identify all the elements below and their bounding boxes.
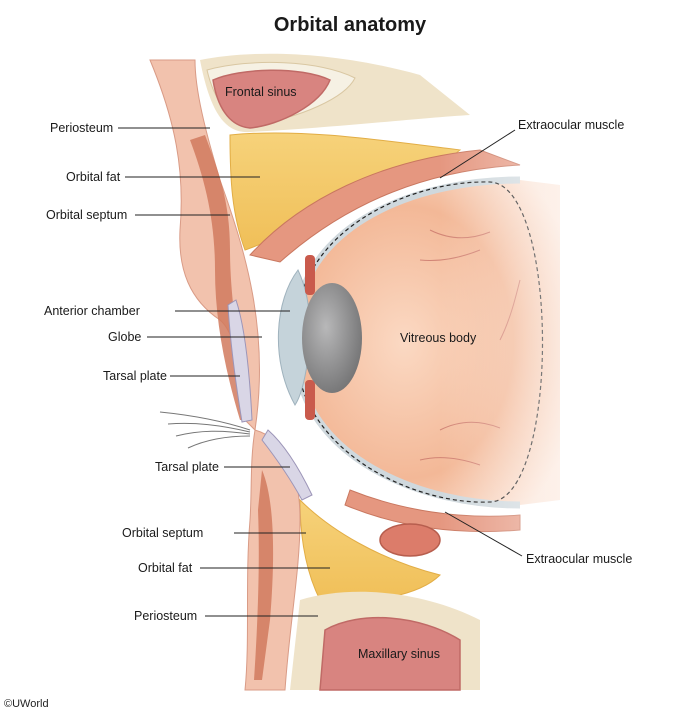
copyright-notice: ©UWorld bbox=[4, 698, 49, 710]
label-vitreous-body: Vitreous body bbox=[400, 331, 477, 345]
label-periosteum-lower: Periosteum bbox=[134, 609, 198, 623]
frontal-sinus-shape bbox=[212, 69, 331, 129]
lower-orbital-fat-shape bbox=[299, 498, 441, 602]
leader-extraocular-muscle-upper bbox=[439, 129, 516, 179]
label-tarsal-plate-upper: Tarsal plate bbox=[103, 369, 167, 383]
diagram-title: Orbital anatomy bbox=[273, 14, 427, 36]
label-extraocular-muscle-upper: Extraocular muscle bbox=[518, 118, 625, 132]
label-extraocular-muscle-lower: Extraocular muscle bbox=[526, 552, 633, 566]
leader-extraocular-muscle-lower bbox=[444, 511, 523, 557]
label-anterior-chamber: Anterior chamber bbox=[44, 304, 140, 318]
label-tarsal-plate-lower: Tarsal plate bbox=[155, 460, 219, 474]
label-globe: Globe bbox=[108, 330, 142, 344]
right-fade bbox=[440, 120, 700, 600]
maxillary-sinus-shape bbox=[319, 616, 461, 691]
iris-upper bbox=[305, 255, 315, 295]
lower-tarsal-plate-shape bbox=[261, 429, 313, 501]
label-orbital-septum-lower: Orbital septum bbox=[122, 526, 204, 540]
label-orbital-fat-upper: Orbital fat bbox=[66, 170, 121, 184]
eyelashes bbox=[159, 411, 251, 449]
upper-tarsal-plate-shape bbox=[227, 299, 253, 423]
label-orbital-fat-lower: Orbital fat bbox=[138, 561, 193, 575]
cornea-shape bbox=[277, 269, 311, 406]
lower-muscle-cross-section bbox=[379, 523, 441, 557]
iris-lower bbox=[305, 380, 315, 420]
label-frontal-sinus: Frontal sinus bbox=[225, 85, 297, 99]
label-maxillary-sinus: Maxillary sinus bbox=[358, 647, 440, 661]
label-periosteum-upper: Periosteum bbox=[50, 121, 114, 135]
lens-shape bbox=[302, 283, 362, 393]
label-orbital-septum-upper: Orbital septum bbox=[46, 208, 128, 222]
lower-eyelid-muscle bbox=[254, 470, 274, 680]
globe-outline-dashed bbox=[299, 181, 544, 503]
leader-lines bbox=[118, 127, 523, 617]
